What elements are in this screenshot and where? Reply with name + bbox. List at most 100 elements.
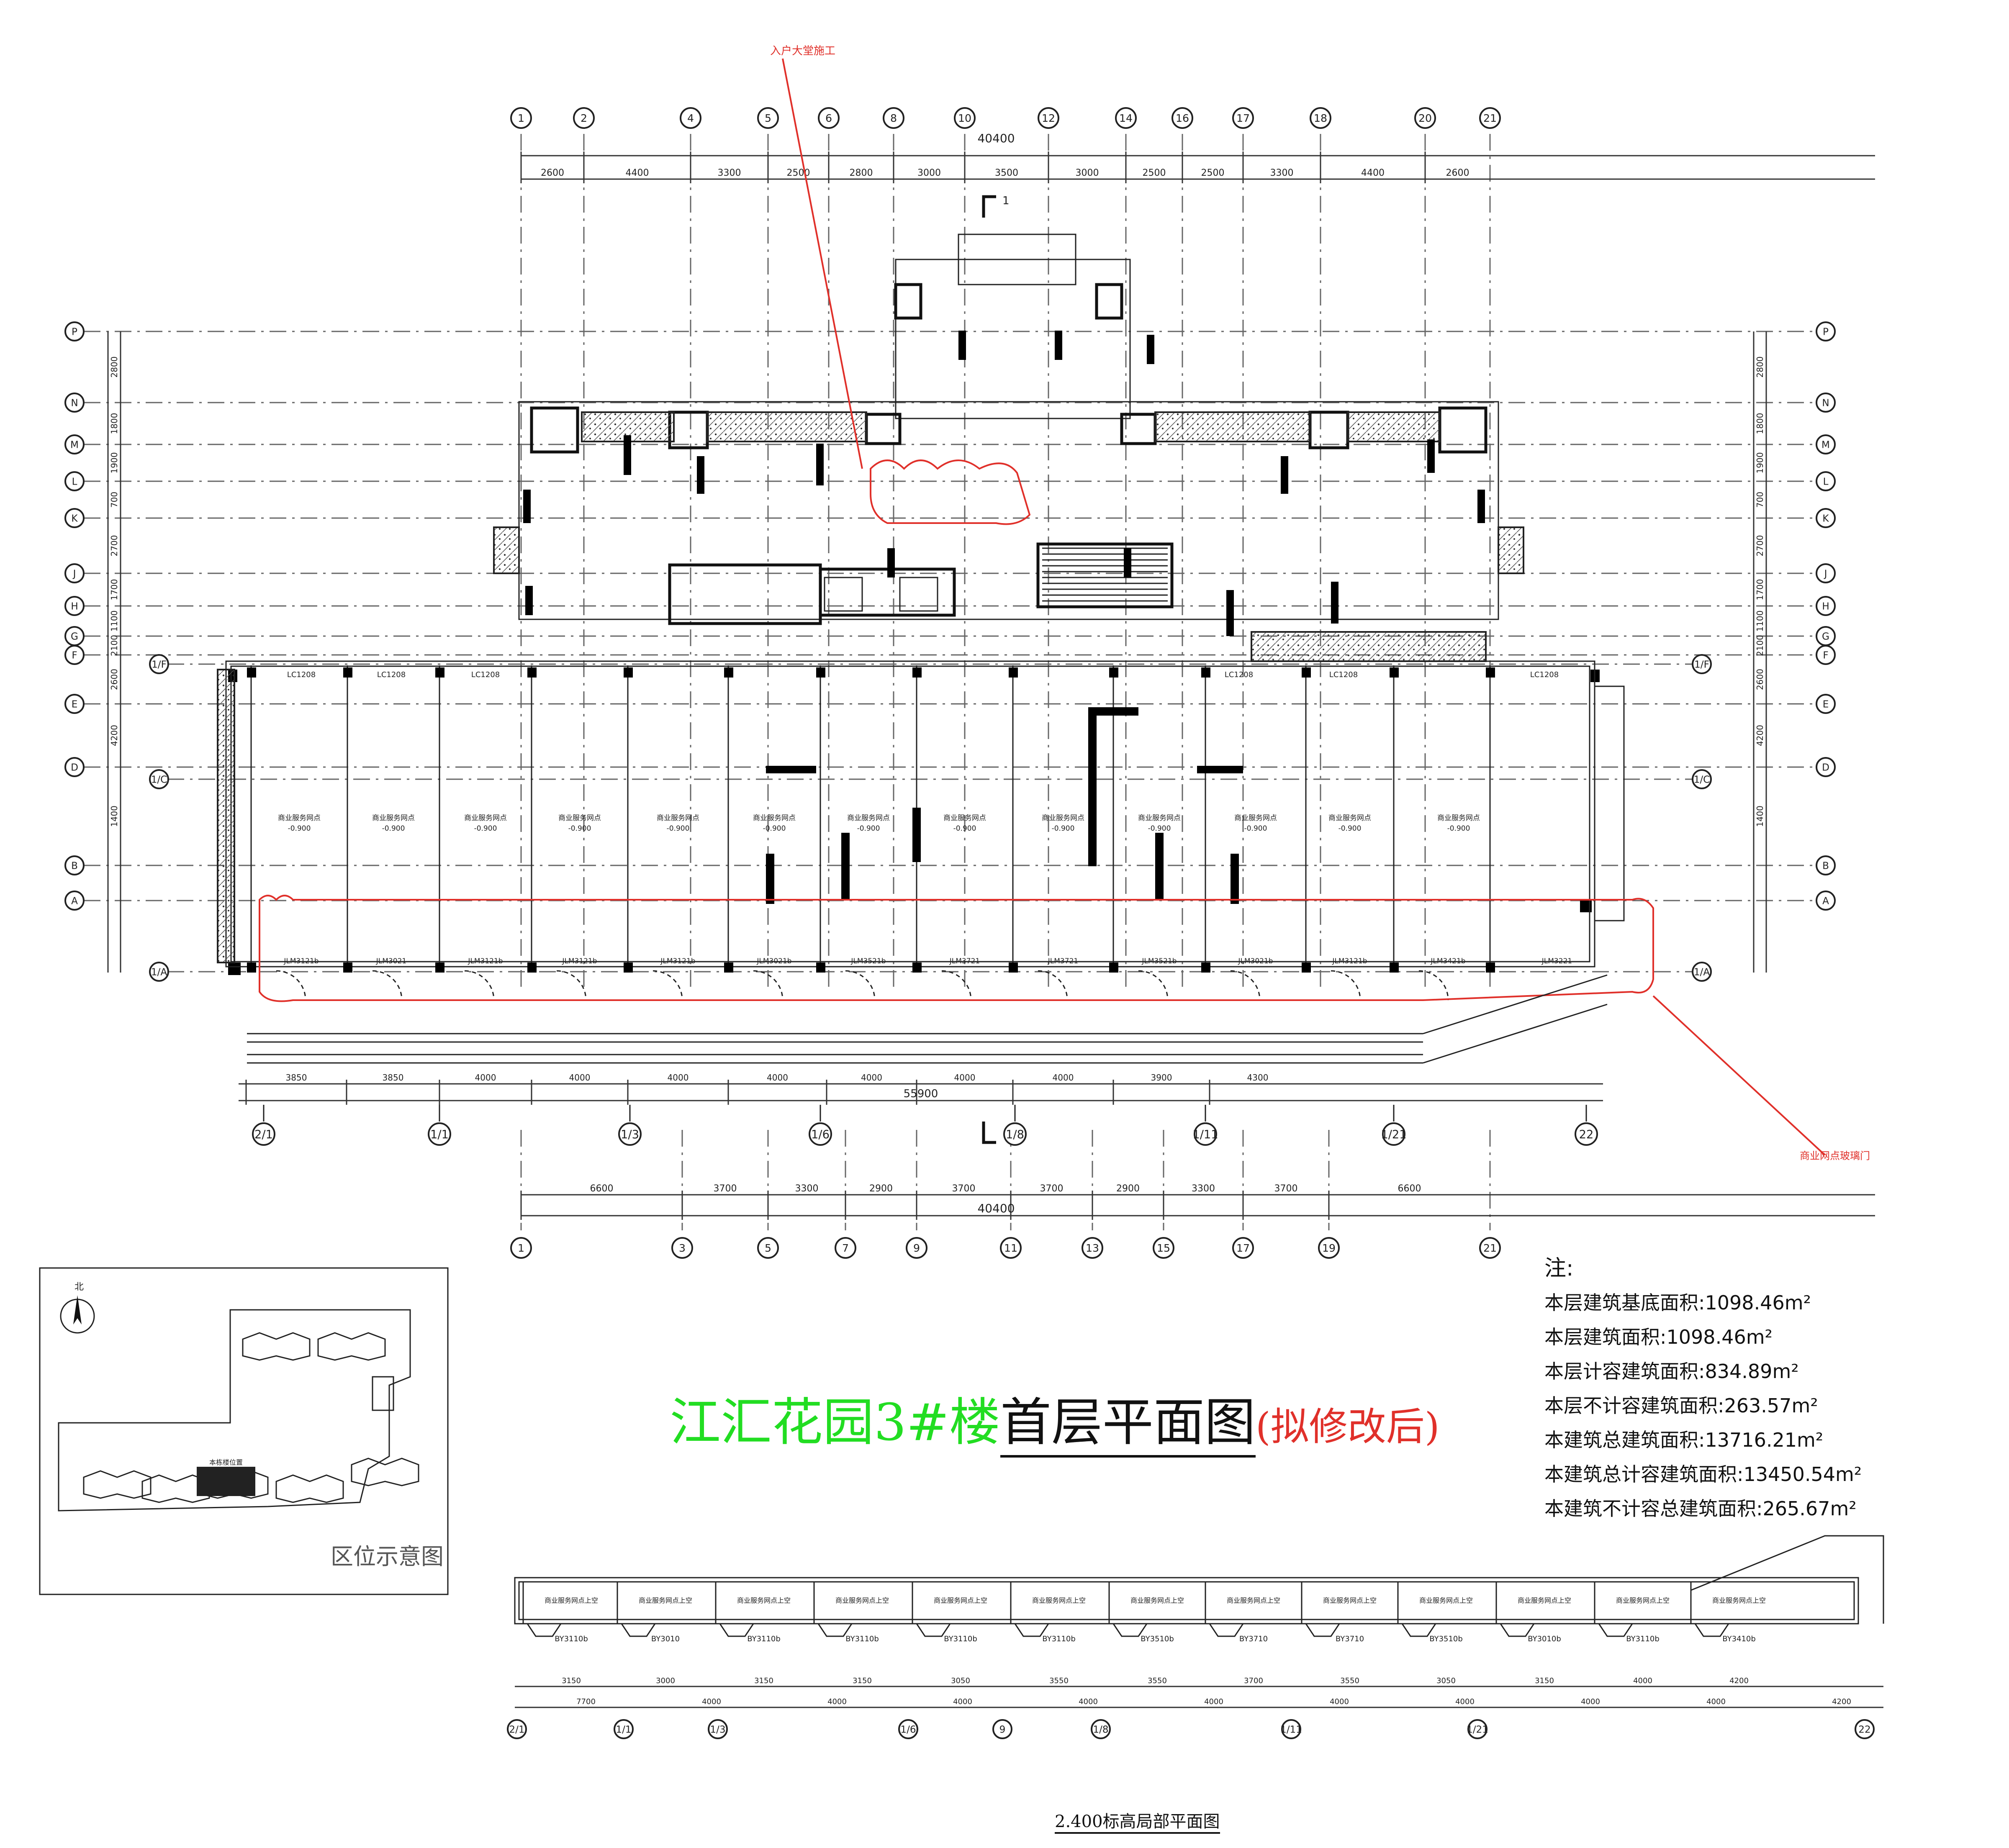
- column: [816, 963, 825, 973]
- sub-bay-window: [1694, 1623, 1729, 1637]
- dim-right-value: 2700: [1755, 535, 1765, 557]
- sub-axis-bubble-circle: [1855, 1719, 1875, 1739]
- upper-block-outline: [518, 234, 1499, 620]
- drawing-title: 江汇花园3#楼首层平面图(拟修改后): [670, 1381, 1440, 1458]
- subplan-title: 2.400标高局部平面图: [1055, 1808, 1220, 1834]
- sub-window-tag: BY3510b: [1429, 1635, 1463, 1643]
- sub-dim-value: 3150: [562, 1676, 581, 1685]
- dim-bottom-value: 2900: [1116, 1183, 1140, 1194]
- grid-bubble-left-circle: [64, 891, 85, 911]
- door-swing: [1138, 970, 1169, 1001]
- shop-level: -0.900: [763, 824, 786, 833]
- grid-bubble-right-label: L: [1823, 476, 1829, 487]
- svg-text:1: 1: [1002, 195, 1010, 207]
- canopy-hatch-strips: [493, 411, 1524, 662]
- grid-bubble-right-circle: [1816, 694, 1836, 714]
- keymap-site-label: 本栋楼位置: [209, 1458, 243, 1466]
- grid-bubble-left-circle: [64, 645, 85, 665]
- grid-bubble-top-label: 14: [1119, 112, 1133, 124]
- notes-heading: 注:: [1544, 1256, 1574, 1281]
- sub-shop-label: 商业服务网点上空: [1518, 1596, 1571, 1604]
- grid-bubble-bottom-label: 5: [765, 1242, 771, 1254]
- note-line: 本层计容建筑面积:834.89m²: [1544, 1360, 1799, 1383]
- grid-bubble-left-circle: [64, 393, 85, 413]
- grid-bubble-left-label: J: [72, 568, 76, 579]
- grid-bubble-top-label: 21: [1483, 112, 1497, 124]
- column: [1201, 963, 1210, 973]
- door-swing: [1418, 970, 1449, 1001]
- sub-dim-value: 3550: [1148, 1676, 1167, 1685]
- lower-axis-bubble-circle: [252, 1122, 275, 1146]
- door-tag: JLM3521b: [1141, 957, 1177, 965]
- sub-window-tag: BY3710: [1336, 1635, 1364, 1643]
- dim-top-value: 2600: [1446, 168, 1469, 178]
- column: [887, 548, 895, 578]
- sub-axis-bubble-label: 9: [999, 1724, 1006, 1735]
- shop-partitions: [247, 665, 1495, 973]
- top-total-dimension: 40400: [977, 131, 1015, 145]
- grid-bubble-top-circle: [757, 107, 779, 129]
- grid-bubble-right-circle: [1816, 563, 1836, 583]
- grid-bubble-bottom-circle: [835, 1237, 856, 1259]
- dim-lower-value: 4000: [954, 1073, 976, 1083]
- sub-dim-lower-value: 4000: [1706, 1697, 1726, 1706]
- dim-left-value: 1700: [109, 579, 119, 601]
- shop-level: -0.900: [1052, 824, 1075, 833]
- grid-bubble-top-circle: [954, 107, 976, 129]
- sub-bay-window: [1598, 1623, 1633, 1637]
- grid-bubble-left-circle: [64, 508, 85, 528]
- grid-bubble-left-circle: [64, 694, 85, 714]
- grid-subbubble-right-label: 1/F: [1694, 659, 1709, 670]
- grid-bubble-top-circle: [510, 107, 532, 129]
- grid-bubble-top-circle: [573, 107, 595, 129]
- grid-bubble-left-label: F: [72, 650, 77, 661]
- door-swing: [845, 970, 876, 1001]
- column: [1427, 439, 1435, 473]
- shop-level: -0.900: [1338, 824, 1362, 833]
- column: [1055, 331, 1062, 360]
- column: [724, 963, 733, 973]
- window-tag: LC1208: [471, 670, 500, 679]
- shop-level: -0.900: [382, 824, 405, 833]
- revision-status: (拟修改后): [1255, 1404, 1440, 1449]
- dim-top-value: 3000: [917, 168, 941, 178]
- column: [247, 667, 256, 678]
- sub-shop-label: 商业服务网点上空: [639, 1596, 692, 1604]
- grid-bubble-bottom-label: 19: [1322, 1242, 1336, 1254]
- column: [1147, 335, 1154, 364]
- note-line: 本层建筑面积:1098.46m²: [1544, 1326, 1773, 1348]
- grid-bubble-top-circle: [1115, 107, 1137, 129]
- grid-bubble-left-label: P: [72, 326, 77, 337]
- sub-dim-lower-value: 4000: [1079, 1697, 1098, 1706]
- column: [1486, 963, 1495, 973]
- column: [697, 456, 704, 494]
- right-annotation: 商业网点玻璃门: [1800, 1150, 1870, 1162]
- sub-dim-value: 3150: [1535, 1676, 1554, 1685]
- sub-axis-bubble-label: 1/21: [1467, 1724, 1488, 1735]
- dim-lower-value: 4300: [1247, 1073, 1269, 1083]
- grid-bubble-bottom-label: 9: [913, 1242, 920, 1254]
- dim-top-value: 3500: [995, 168, 1018, 178]
- sub-shop-label: 商业服务网点上空: [835, 1596, 889, 1604]
- column: [343, 667, 352, 678]
- grid-bubble-left-label: B: [71, 860, 78, 871]
- door-tag: JLM3121b: [562, 957, 597, 965]
- keymap: [39, 1267, 449, 1595]
- shop-level: -0.900: [288, 824, 311, 833]
- column: [1109, 963, 1118, 973]
- sub-dim-lower-value: 4000: [827, 1697, 847, 1706]
- dim-left-value: 2800: [109, 357, 119, 378]
- sub-window-tag: BY3710: [1239, 1635, 1268, 1643]
- sub-dim-lower-value: 7700: [576, 1697, 596, 1706]
- sub-shop-label: 商业服务网点上空: [1419, 1596, 1473, 1604]
- keymap-building: [351, 1458, 419, 1486]
- keymap-building: [317, 1332, 386, 1361]
- sub-axis-bubble-label: 1/3: [710, 1724, 725, 1735]
- sub-shop-label: 商业服务网点上空: [545, 1596, 598, 1604]
- section-mark-top: 1: [982, 195, 1010, 218]
